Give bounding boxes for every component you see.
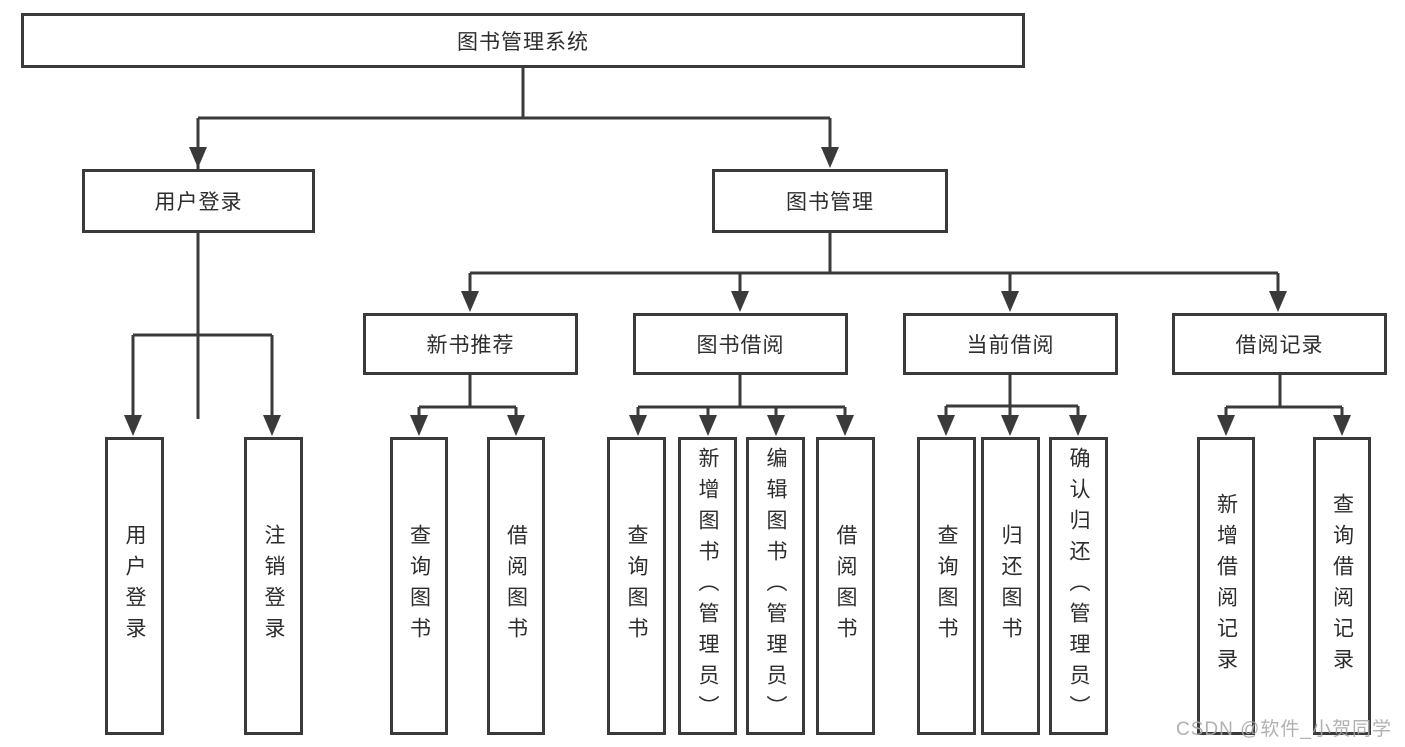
leaf-user-login: 用户登录 [105,437,164,735]
leaf-query-books-borrowing: 查询图书 [607,437,666,735]
leaf-borrow-books-recommend: 借阅图书 [487,437,545,735]
leaf-return-books: 归还图书 [981,437,1040,735]
node-user-login: 用户登录 [82,169,315,233]
leaf-logout: 注销登录 [244,437,303,735]
node-book-borrowing: 图书借阅 [633,313,848,375]
leaf-query-books-recommend: 查询图书 [390,437,448,735]
node-book-management: 图书管理 [712,169,948,233]
leaf-add-borrow-record: 新增借阅记录 [1197,437,1255,735]
node-book-management-system: 图书管理系统 [21,13,1025,68]
node-current-borrowing: 当前借阅 [903,313,1118,375]
leaf-query-books-current: 查询图书 [917,437,976,735]
node-new-book-recommendation: 新书推荐 [363,313,578,375]
leaf-borrow-books-borrowing: 借阅图书 [816,437,875,735]
watermark: CSDN @软件_小贺同学 [1176,719,1392,740]
leaf-add-books-admin: 新增图书（管理员） [678,437,737,735]
leaf-edit-books-admin: 编辑图书（管理员） [746,437,805,735]
leaf-query-borrow-record: 查询借阅记录 [1313,437,1371,735]
leaf-confirm-return-admin: 确认归还（管理员） [1049,437,1108,735]
node-borrowing-records: 借阅记录 [1172,313,1387,375]
